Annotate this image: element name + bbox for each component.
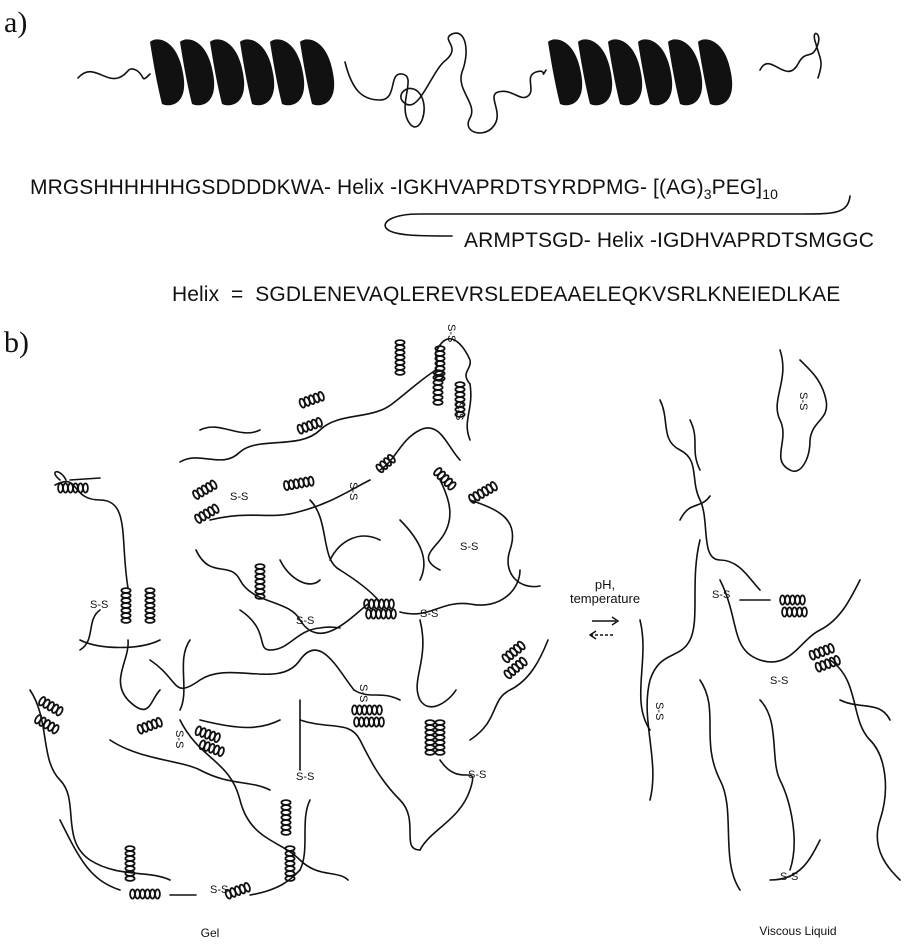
disulfide-bond-label: S-S bbox=[357, 684, 369, 702]
disulfide-bonds: S-S S-S S-S S-S S-S S-S S-S S-S S-S S-S S-S S-S S-S S… bbox=[90, 324, 809, 896]
helix-block bbox=[283, 476, 314, 490]
helix-block bbox=[375, 454, 396, 474]
helix-block bbox=[255, 564, 264, 599]
disulfide-bond-label: S-S bbox=[90, 599, 108, 611]
helix-block bbox=[38, 696, 64, 716]
disulfide-bond-label: S-S bbox=[468, 769, 486, 781]
disulfide-bond-label: S-S bbox=[296, 771, 314, 783]
disulfide-bond-label: S-S bbox=[296, 615, 314, 627]
helix-block bbox=[503, 656, 528, 679]
helix-block bbox=[435, 720, 444, 755]
transition-label-temperature: temperature bbox=[560, 591, 650, 606]
helix-block bbox=[125, 846, 134, 881]
helix-block bbox=[299, 391, 325, 408]
helix-block bbox=[780, 595, 805, 604]
helix-block bbox=[501, 640, 526, 663]
viscous-liquid-label: Viscous Liquid bbox=[748, 924, 848, 938]
helix-block bbox=[281, 800, 290, 835]
helix-block bbox=[137, 717, 163, 734]
disulfide-bond-label: S-S bbox=[230, 491, 248, 503]
disulfide-bond-label: S-S bbox=[460, 541, 478, 553]
disulfide-bond-label: S-S bbox=[347, 482, 359, 500]
helix-block bbox=[130, 889, 160, 898]
gel-label: Gel bbox=[190, 926, 230, 940]
disulfide-bond-label: S-S bbox=[420, 608, 438, 620]
disulfide-bond-label: S-S bbox=[445, 324, 457, 342]
helix-block bbox=[195, 726, 221, 743]
helix-block bbox=[34, 714, 60, 734]
helix-block bbox=[354, 717, 384, 726]
disulfide-bond-label: S-S bbox=[780, 871, 798, 883]
helix-block bbox=[285, 846, 294, 881]
disulfide-bond-label: S-S bbox=[770, 675, 788, 687]
helix-block bbox=[194, 504, 220, 524]
transition-label-ph: pH, bbox=[590, 577, 620, 592]
helix-block bbox=[433, 467, 457, 491]
helix-block bbox=[425, 720, 434, 755]
helix-block bbox=[366, 609, 396, 618]
disulfide-bond-label: S-S bbox=[712, 589, 730, 601]
helix-block bbox=[395, 340, 404, 375]
helix-block bbox=[225, 882, 251, 899]
disulfide-bond-label: S-S bbox=[797, 392, 809, 410]
helix-block bbox=[199, 740, 225, 757]
transition-arrows bbox=[590, 617, 618, 639]
helix-block bbox=[455, 382, 464, 417]
helix-block bbox=[58, 483, 88, 492]
helix-block bbox=[352, 705, 382, 714]
disulfide-bond-label: S-S bbox=[653, 702, 665, 720]
helix-block bbox=[145, 588, 154, 623]
helix-block bbox=[364, 599, 394, 608]
disulfide-bond-label: S-S bbox=[173, 730, 185, 748]
helix-block bbox=[782, 607, 807, 616]
liquid-chains bbox=[640, 350, 900, 890]
helix-block bbox=[192, 480, 218, 500]
helix-block bbox=[121, 588, 130, 623]
